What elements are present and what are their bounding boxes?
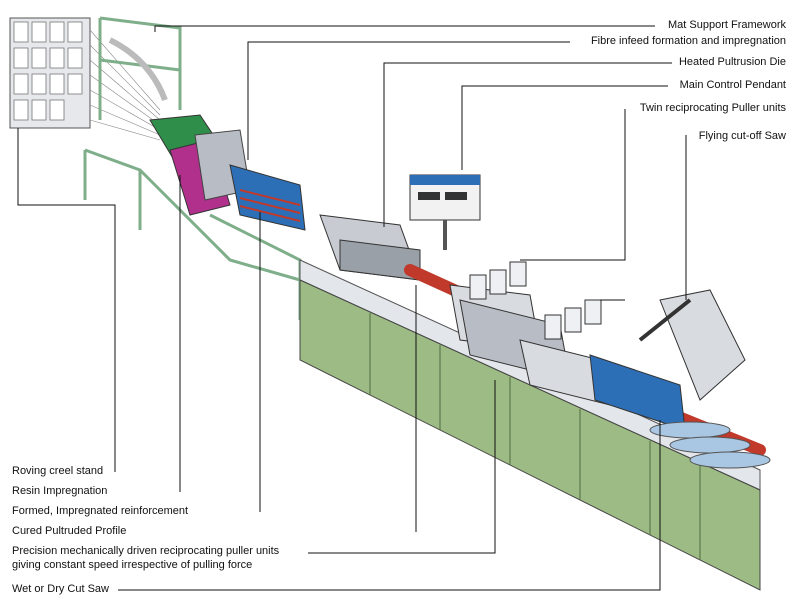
roving-creel-stand	[9, 17, 161, 141]
label-mat-support-framework: Mat Support Framework	[668, 19, 786, 31]
label-fibre-infeed: Fibre infeed formation and impregnation	[590, 35, 786, 47]
label-resin-impregnation: Resin Impregnation	[12, 485, 108, 497]
label-control-pendant: Main Control Pendant	[679, 79, 786, 91]
label-precision-pullers-2: giving constant speed irrespective of pu…	[12, 559, 253, 571]
label-twin-pullers: Twin reciprocating Puller units	[639, 102, 786, 114]
label-formed-reinforcement: Formed, Impregnated reinforcement	[12, 505, 189, 517]
label-roving-creel: Roving creel stand	[12, 465, 104, 477]
main-control-pendant	[409, 174, 481, 250]
flying-cutoff-saw	[589, 289, 771, 469]
label-cut-saw: Wet or Dry Cut Saw	[12, 583, 109, 595]
label-flying-saw: Flying cut-off Saw	[698, 130, 786, 142]
leader-lines	[17, 25, 687, 591]
mat-support-framework	[83, 16, 182, 230]
heated-pultrusion-die	[319, 214, 421, 281]
label-cured-profile: Cured Pultruded Profile	[12, 525, 127, 537]
fibre-infeed-unit	[138, 114, 306, 320]
label-heated-die: Heated Pultrusion Die	[678, 56, 786, 68]
puller-units	[449, 261, 631, 411]
label-precision-pullers-1: Precision mechanically driven reciprocat…	[12, 545, 280, 557]
